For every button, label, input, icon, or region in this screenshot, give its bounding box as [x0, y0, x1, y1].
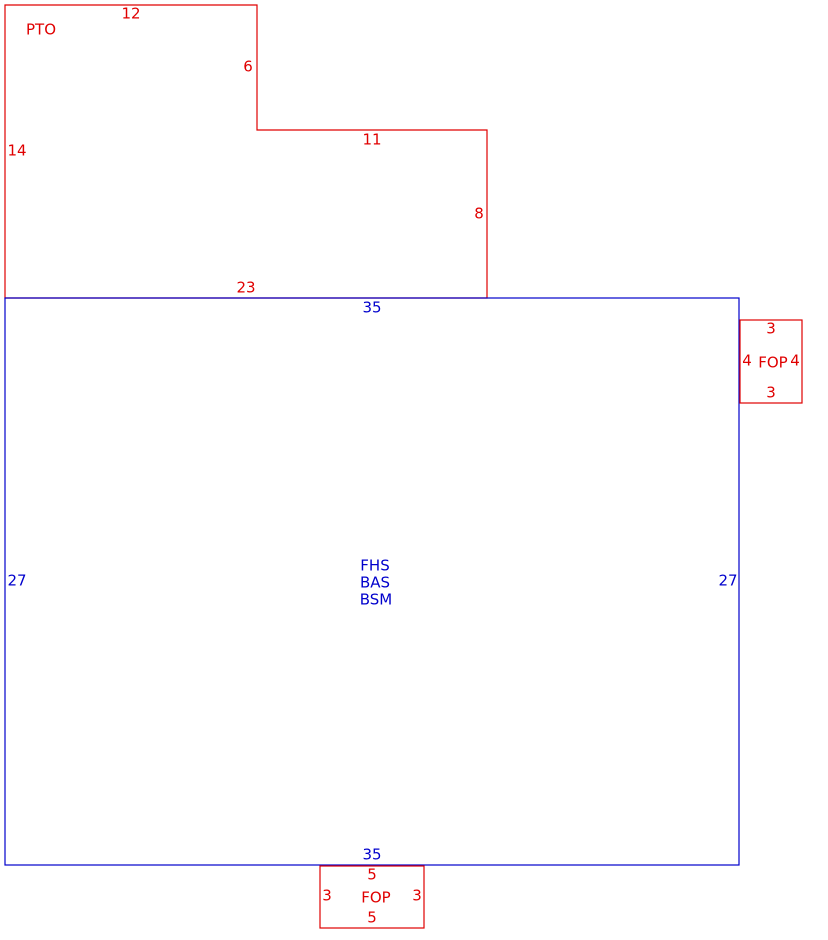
pto-dim-top: 12 [121, 5, 140, 23]
house-code-3: BSM [360, 591, 393, 609]
fop-right-label: FOP [758, 354, 787, 372]
fop-bottom-dim-bottom: 5 [367, 909, 377, 927]
house-dim-left: 27 [7, 572, 26, 590]
house-dim-bottom: 35 [362, 846, 381, 864]
pto-outline [4, 4, 488, 299]
fop-bottom-dim-left: 3 [322, 887, 332, 905]
fop-right-dim-bottom: 3 [766, 384, 776, 402]
fop-bottom-outline [319, 865, 425, 929]
house-code-2: BAS [360, 574, 390, 592]
fop-right-outline [739, 319, 803, 404]
pto-dim-bottom: 23 [236, 279, 255, 297]
fop-right-dim-left: 4 [742, 352, 752, 370]
fop-bottom-dim-top: 5 [367, 866, 377, 884]
fop-bottom-label: FOP [361, 889, 390, 907]
pto-dim-right: 8 [474, 205, 484, 223]
fop-right-dim-top: 3 [766, 320, 776, 338]
pto-label: PTO [26, 21, 56, 39]
pto-dim-left: 14 [7, 142, 26, 160]
house-dim-top: 35 [362, 299, 381, 317]
house-code-1: FHS [360, 557, 389, 575]
pto-dim-step-side: 6 [243, 58, 253, 76]
house-dim-right: 27 [718, 572, 737, 590]
fop-right-dim-right: 4 [790, 352, 800, 370]
pto-dim-step-top: 11 [362, 131, 381, 149]
fop-bottom-dim-right: 3 [412, 887, 422, 905]
house-outline [4, 297, 740, 866]
